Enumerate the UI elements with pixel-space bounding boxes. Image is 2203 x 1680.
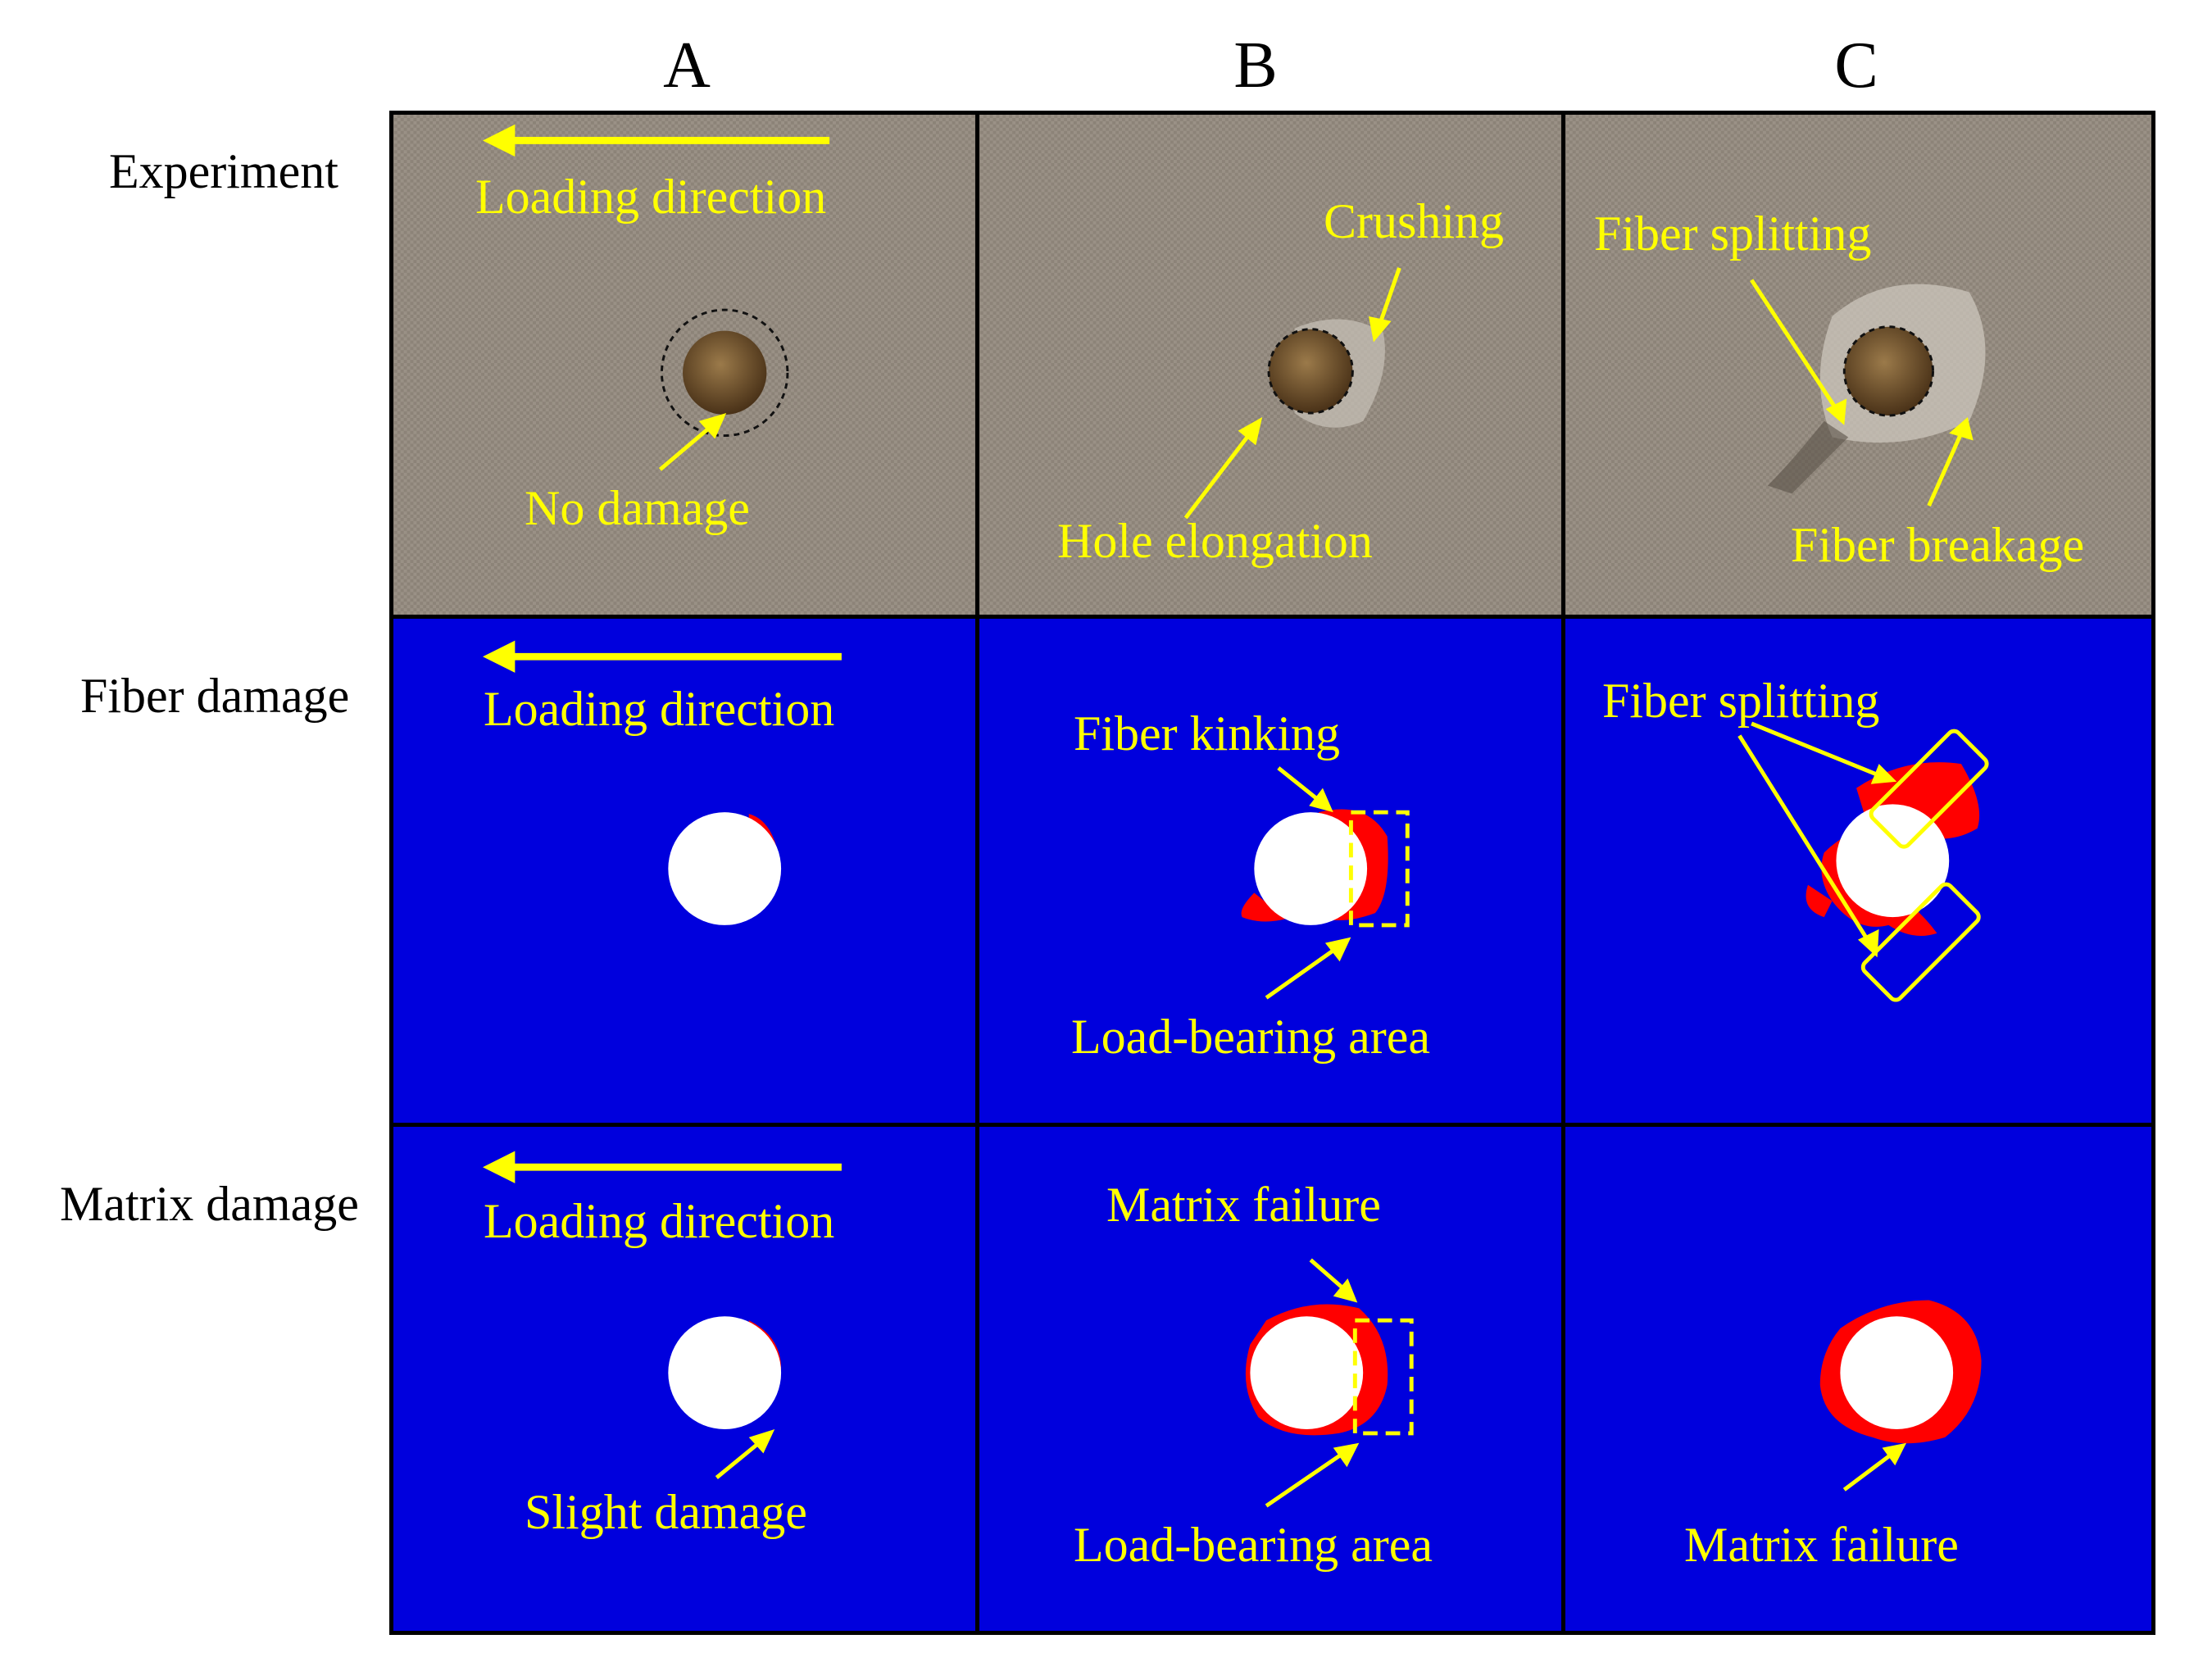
pointer-arrow-icon — [1751, 721, 1897, 784]
load-bearing-box — [1348, 810, 1410, 928]
panel-matrix-damage-c: Matrix failure — [1561, 1123, 2155, 1635]
column-header-c: C — [1834, 30, 1878, 102]
panel-matrix-damage-a: Loading direction Slight damage — [389, 1123, 979, 1635]
panel-experiment-a: Loading direction No damage — [389, 111, 979, 619]
bolt-hole — [1840, 1316, 1954, 1429]
sim-matrix-a — [483, 1151, 842, 1479]
row-header-matrix-damage: Matrix damage — [60, 1177, 359, 1231]
pointer-arrow-icon — [1750, 279, 1847, 425]
label-matrix-failure: Matrix failure — [1684, 1518, 1959, 1572]
label-no-damage: No damage — [525, 481, 750, 535]
label-loading-direction: Loading direction — [484, 1194, 835, 1248]
sim-fiber-a — [483, 640, 842, 925]
bolt-hole — [1844, 326, 1933, 415]
panel-experiment-b: Crushing Hole elongation — [975, 111, 1565, 619]
column-header-a: A — [663, 30, 711, 102]
pointer-arrow-icon — [1265, 937, 1351, 1000]
bolt-hole — [668, 1316, 782, 1429]
label-fiber-splitting: Fiber splitting — [1602, 674, 1880, 728]
bolt-hole — [1250, 1316, 1364, 1429]
pointer-arrow-icon — [1309, 1258, 1358, 1303]
pointer-arrow-icon — [1277, 766, 1333, 813]
label-matrix-failure: Matrix failure — [1106, 1178, 1381, 1232]
photo-experiment-c — [1565, 115, 2151, 615]
bolt-hole — [1269, 329, 1353, 414]
sim-matrix-b — [1245, 1258, 1414, 1508]
pointer-arrow-icon — [1183, 416, 1263, 520]
label-slight-damage: Slight damage — [525, 1485, 807, 1539]
sim-fiber-b — [1241, 766, 1410, 1000]
label-fiber-splitting: Fiber splitting — [1594, 207, 1872, 261]
pointer-arrow-icon — [1927, 416, 1974, 507]
bolt-hole — [668, 812, 782, 925]
pointer-arrow-icon — [658, 413, 727, 471]
arrow-left-icon — [483, 1151, 842, 1183]
row-header-experiment: Experiment — [109, 144, 338, 198]
bolt-hole — [1254, 812, 1368, 925]
splitting-box-lower — [1860, 882, 1981, 1002]
panel-matrix-damage-b: Matrix failure Load-bearing area — [975, 1123, 1565, 1635]
arrow-left-icon — [483, 640, 842, 673]
arrow-left-icon — [483, 124, 830, 157]
panel-fiber-damage-a: Loading direction — [389, 615, 979, 1127]
label-fiber-breakage: Fiber breakage — [1791, 518, 2085, 572]
label-hole-elongation: Hole elongation — [1057, 514, 1373, 568]
sim-matrix-c — [1819, 1300, 1982, 1492]
panel-fiber-damage-c: Fiber splitting — [1561, 615, 2155, 1127]
pointer-arrow-icon — [715, 1429, 775, 1479]
label-fiber-kinking: Fiber kinking — [1074, 706, 1340, 761]
label-loading-direction: Loading direction — [484, 682, 835, 736]
label-load-bearing-area: Load-bearing area — [1074, 1518, 1433, 1572]
sim-fiber-c — [1737, 721, 1989, 1002]
column-header-b: B — [1233, 30, 1278, 102]
label-loading-direction: Loading direction — [475, 170, 827, 224]
splitting-box-upper — [1869, 729, 1989, 849]
label-load-bearing-area: Load-bearing area — [1071, 1010, 1431, 1064]
pointer-arrow-icon — [1369, 267, 1401, 343]
photo-experiment-a — [393, 115, 975, 615]
panel-experiment-c: Fiber splitting Fiber breakage — [1561, 111, 2155, 619]
bolt-hole — [683, 330, 767, 415]
pointer-arrow-icon — [1737, 734, 1879, 958]
pointer-arrow-icon — [1842, 1442, 1907, 1492]
label-crushing: Crushing — [1324, 194, 1505, 248]
panel-fiber-damage-b: Fiber kinking Load-bearing area — [975, 615, 1565, 1127]
row-header-fiber-damage: Fiber damage — [80, 669, 350, 723]
load-bearing-box — [1352, 1318, 1414, 1436]
photo-experiment-b — [979, 115, 1561, 615]
pointer-arrow-icon — [1265, 1442, 1360, 1508]
